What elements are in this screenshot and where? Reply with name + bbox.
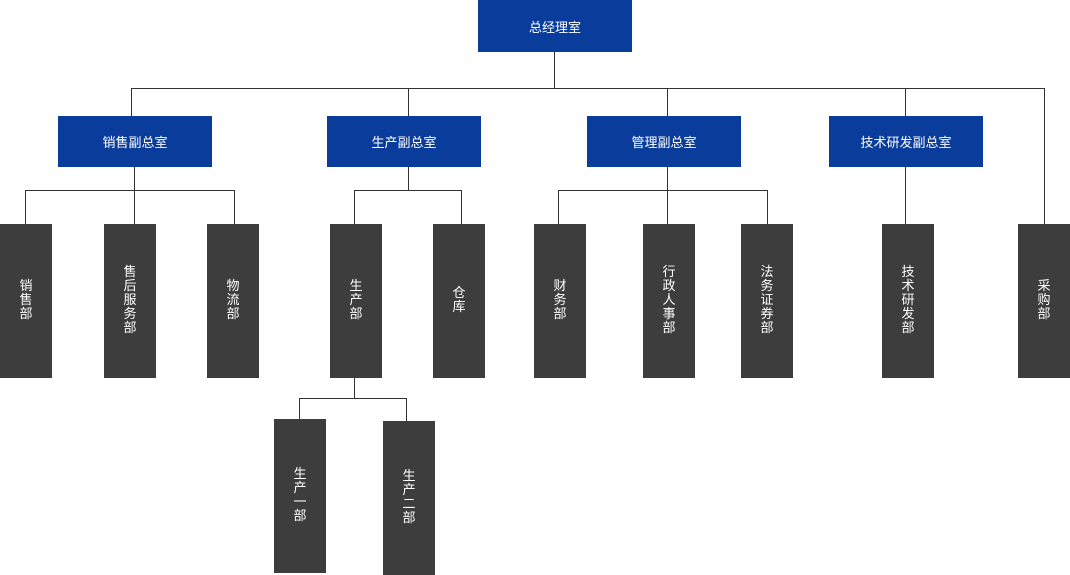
finance-department-label: 财务部 [553, 279, 567, 322]
sales-vp-node[interactable]: 销售副总室 [58, 116, 212, 167]
connector-line [299, 398, 407, 399]
legal-securities-department-node[interactable]: 法务证券部 [741, 224, 793, 378]
purchasing-department-label: 采购部 [1037, 279, 1051, 322]
production-unit-2-label: 生产二部 [402, 469, 416, 526]
ceo-label: 总经理室 [528, 20, 581, 36]
connector-line [1044, 88, 1045, 224]
management-vp-node[interactable]: 管理副总室 [587, 116, 741, 167]
production-unit-1-label: 生产一部 [293, 467, 307, 524]
connector-line [767, 190, 768, 224]
connector-line [408, 167, 409, 190]
production-unit-1-node[interactable]: 生产一部 [274, 419, 326, 573]
warehouse-node[interactable]: 仓库 [433, 224, 485, 378]
connector-line [406, 398, 407, 421]
legal-securities-department-label: 法务证券部 [760, 265, 774, 336]
connector-line [558, 190, 559, 224]
warehouse-label: 仓库 [452, 286, 466, 315]
connector-line [131, 88, 1045, 89]
connector-line [667, 167, 668, 190]
sales-department-node[interactable]: 销售部 [0, 224, 52, 378]
hr-admin-department-label: 行政人事部 [662, 265, 676, 336]
connector-line [25, 190, 235, 191]
connector-line [461, 190, 462, 224]
production-department-label: 生产部 [349, 279, 363, 322]
connector-line [299, 398, 300, 419]
connector-line [558, 190, 768, 191]
production-vp-label: 生产副总室 [371, 136, 437, 151]
purchasing-department-node[interactable]: 采购部 [1018, 224, 1070, 378]
management-vp-label: 管理副总室 [631, 136, 697, 151]
rnd-department-node[interactable]: 技术研发部 [882, 224, 934, 378]
sales-vp-label: 销售副总室 [102, 136, 168, 151]
connector-line [134, 167, 135, 190]
connector-line [408, 88, 409, 116]
sales-department-label: 销售部 [19, 279, 33, 322]
connector-line [134, 190, 135, 224]
finance-department-node[interactable]: 财务部 [534, 224, 586, 378]
connector-line [667, 190, 668, 224]
connector-line [354, 190, 462, 191]
after-sales-department-node[interactable]: 售后服务部 [104, 224, 156, 378]
after-sales-department-label: 售后服务部 [123, 265, 137, 336]
connector-line [554, 52, 555, 88]
connector-line [234, 190, 235, 224]
connector-line [354, 377, 355, 398]
connector-line [354, 190, 355, 224]
connector-line [667, 88, 668, 116]
production-department-node[interactable]: 生产部 [330, 224, 382, 378]
production-unit-2-node[interactable]: 生产二部 [383, 421, 435, 575]
rnd-department-label: 技术研发部 [901, 265, 915, 336]
connector-line [25, 190, 26, 224]
connector-line [131, 88, 132, 116]
tech-vp-label: 技术研发副总室 [860, 136, 952, 151]
tech-vp-node[interactable]: 技术研发副总室 [829, 116, 983, 167]
logistics-department-label: 物流部 [226, 279, 240, 322]
ceo-node[interactable]: 总经理室 [478, 0, 632, 52]
hr-admin-department-node[interactable]: 行政人事部 [643, 224, 695, 378]
connector-line [905, 88, 906, 116]
connector-line [905, 167, 906, 224]
production-vp-node[interactable]: 生产副总室 [327, 116, 481, 167]
logistics-department-node[interactable]: 物流部 [207, 224, 259, 378]
